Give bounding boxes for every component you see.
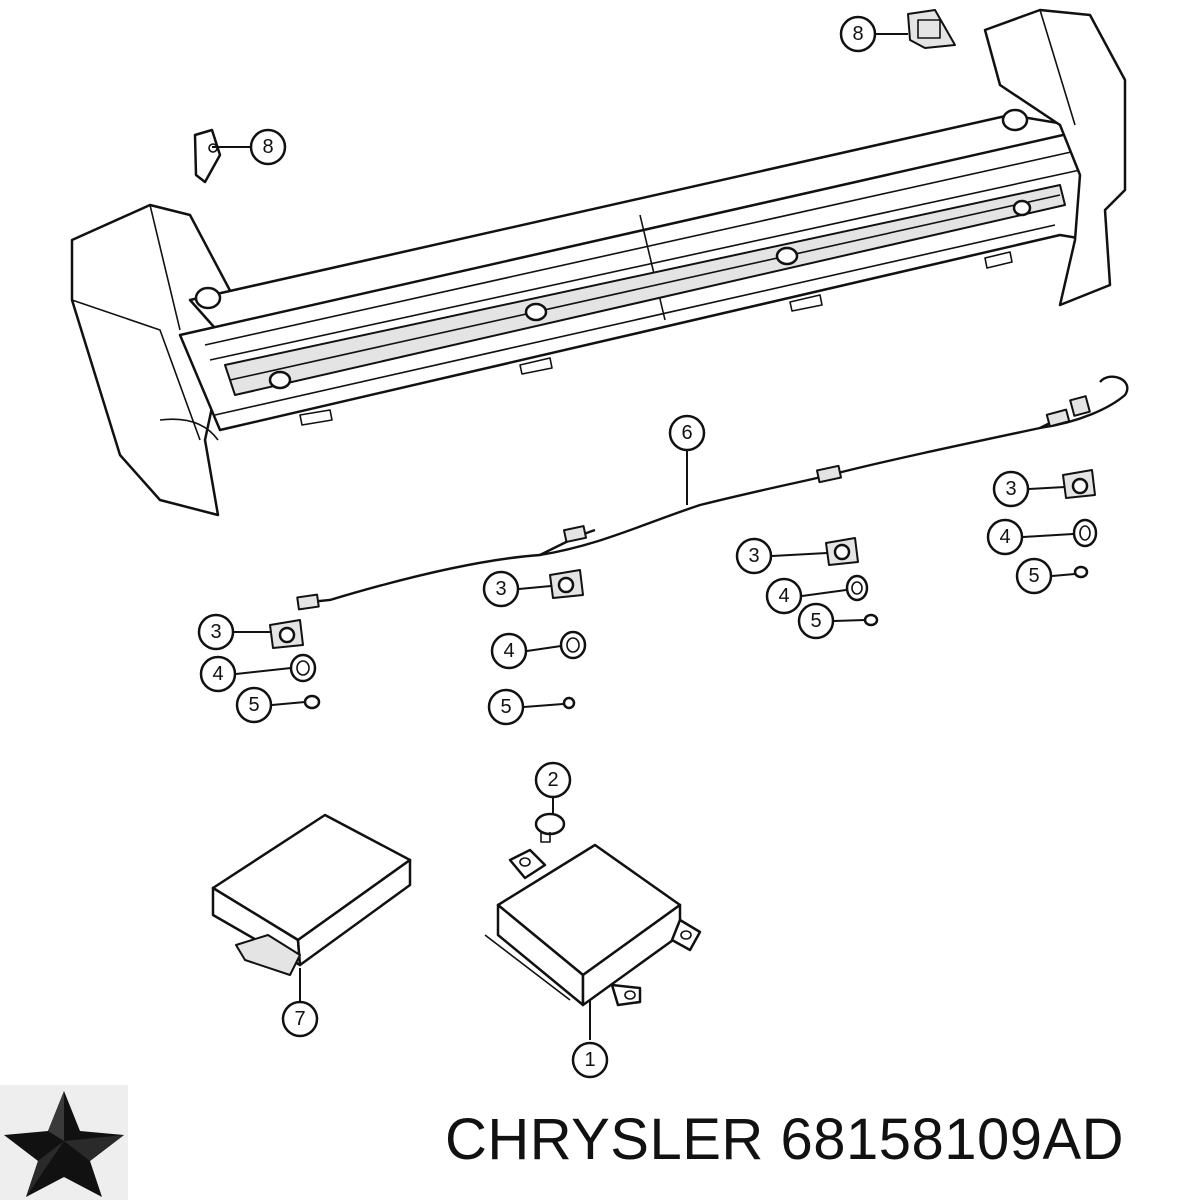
callout-3-right-label: 3 <box>1005 478 1016 500</box>
part-caption: CHRYSLER 68158109AD <box>445 1105 1124 1175</box>
callout-4-center-left: 4 <box>490 632 528 670</box>
leader-lines <box>212 33 1076 1040</box>
rear-bumper-fascia <box>70 8 1127 517</box>
callout-2: 2 <box>534 761 572 799</box>
callout-3-left: 3 <box>197 613 235 651</box>
callout-4-center-right-label: 4 <box>778 585 789 607</box>
wiring-harness-part-6 <box>296 375 1129 611</box>
callout-1-label: 1 <box>584 1049 595 1071</box>
callout-6-label: 6 <box>681 422 692 444</box>
callout-4-left: 4 <box>199 655 237 693</box>
callout-5-left-label: 5 <box>248 694 259 716</box>
callout-8-left: 8 <box>249 128 287 166</box>
sensor-set-left <box>269 619 321 710</box>
callout-3-center-right-label: 3 <box>748 545 759 567</box>
callout-5-right-label: 5 <box>1028 565 1039 587</box>
callout-8-right: 8 <box>839 15 877 53</box>
callout-4-center-left-label: 4 <box>503 640 514 662</box>
brand-name: CHRYSLER <box>445 1107 764 1172</box>
callout-5-center-right: 5 <box>797 602 835 640</box>
bracket-part-8-right <box>907 9 956 49</box>
callout-3-left-label: 3 <box>210 621 221 643</box>
callout-3-center-right: 3 <box>735 537 773 575</box>
callout-8-right-label: 8 <box>852 23 863 45</box>
callout-4-right: 4 <box>986 518 1024 556</box>
callout-4-left-label: 4 <box>212 663 223 685</box>
callout-3-center-left-label: 3 <box>495 578 506 600</box>
callout-5-center-left: 5 <box>487 688 525 726</box>
sensor-set-right <box>1062 469 1098 579</box>
part-number: 68158109AD <box>780 1107 1125 1172</box>
module-part-7 <box>211 813 412 976</box>
callout-7-label: 7 <box>294 1008 305 1030</box>
sensor-set-center-right <box>825 537 879 627</box>
callout-5-left: 5 <box>235 686 273 724</box>
chrysler-pentastar-icon <box>0 1085 128 1200</box>
screw-part-2 <box>534 812 566 843</box>
callout-5-right: 5 <box>1015 557 1053 595</box>
control-module-part-1 <box>484 843 702 1007</box>
sensor-set-center-left <box>549 569 587 710</box>
callout-5-center-right-label: 5 <box>810 610 821 632</box>
callout-1: 1 <box>571 1041 609 1079</box>
callout-5-center-left-label: 5 <box>500 696 511 718</box>
callout-4-center-right: 4 <box>765 577 803 615</box>
callout-2-label: 2 <box>547 769 558 791</box>
callout-7: 7 <box>281 1000 319 1038</box>
bracket-part-8-left <box>193 128 222 184</box>
callout-3-center-left: 3 <box>482 570 520 608</box>
callout-6: 6 <box>668 414 706 452</box>
callout-3-right: 3 <box>992 470 1030 508</box>
callout-4-right-label: 4 <box>999 526 1010 548</box>
callout-8-left-label: 8 <box>262 136 273 158</box>
